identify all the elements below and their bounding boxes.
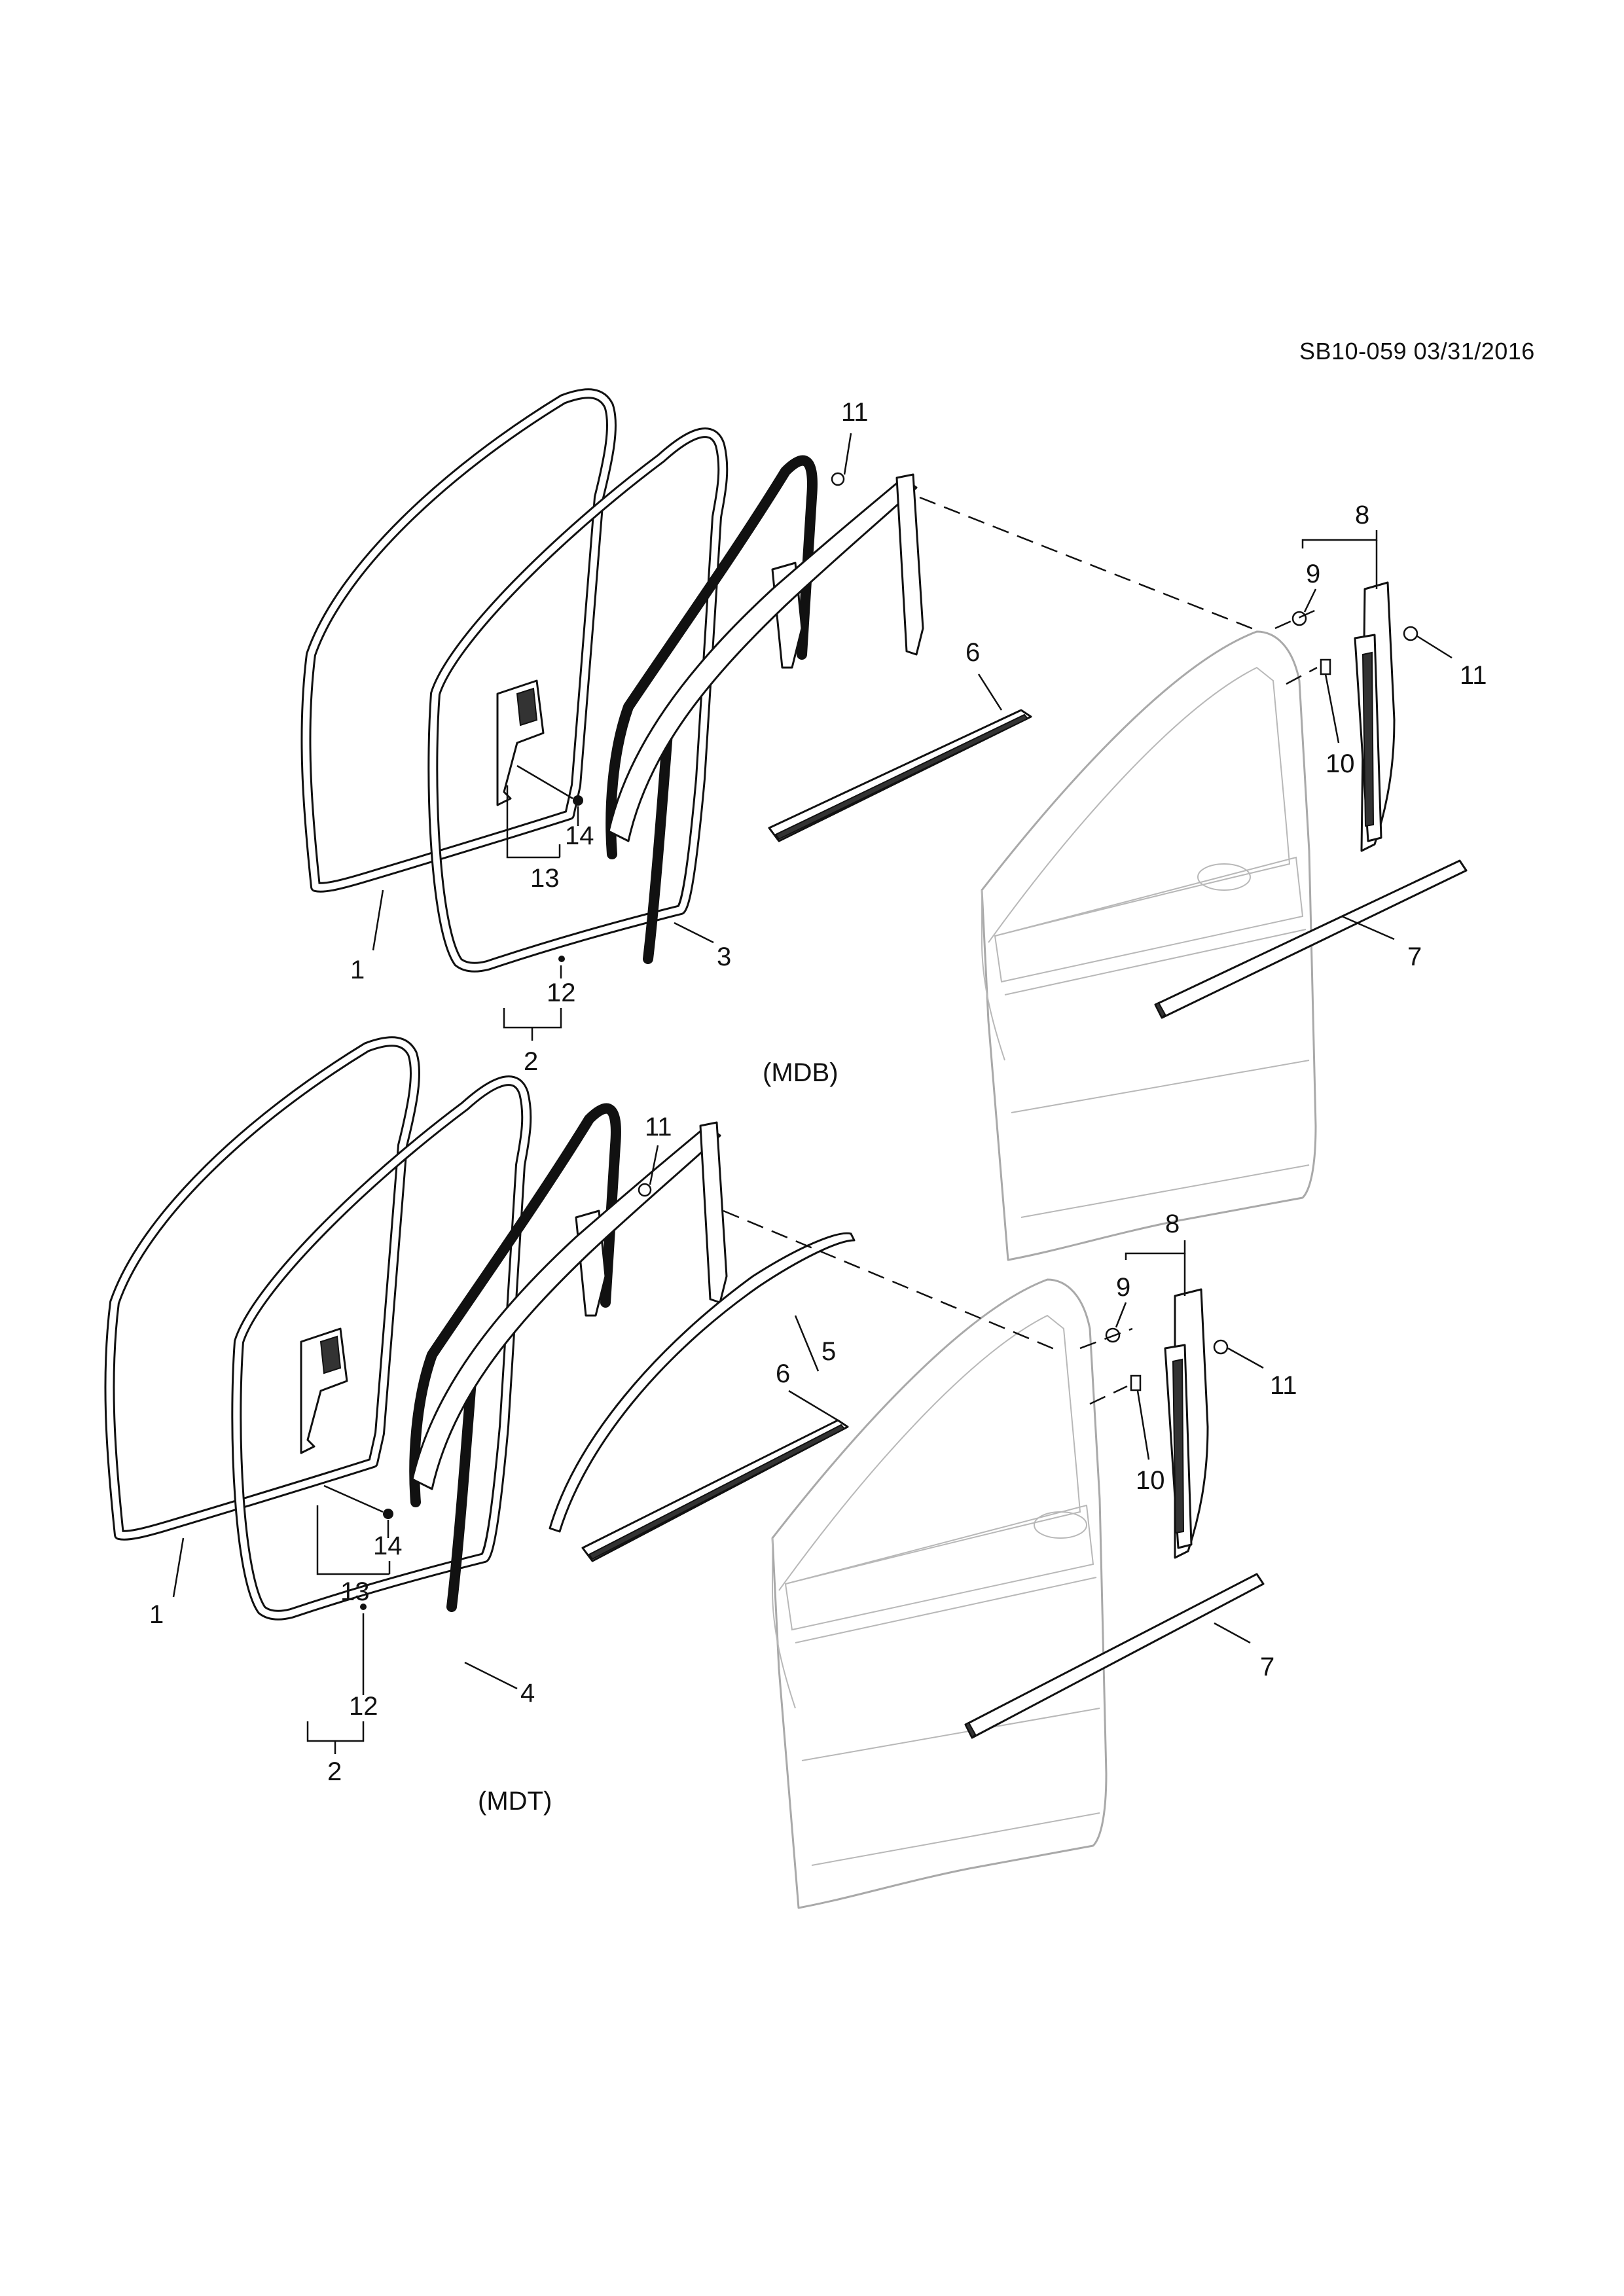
callout-1-mdb: 1 xyxy=(350,956,365,984)
upper-frame-channel xyxy=(607,473,924,842)
outer-belt-molding-7-mdt xyxy=(964,1573,1265,1739)
inner-belt-seal-6 xyxy=(768,709,1032,842)
alignment-line-mdt-clip xyxy=(1079,1327,1133,1350)
fastener-11-applique-mdt xyxy=(1213,1339,1229,1355)
callout-2-mdt: 2 xyxy=(327,1757,342,1786)
outer-belt-molding-7 xyxy=(1154,859,1468,1019)
callout-11-mdt-top: 11 xyxy=(645,1113,672,1141)
view-mdt: 11 8 9 11 10 5 6 7 1 2 4 12 13 14 (MDT) xyxy=(104,1036,1297,1909)
alignment-line-mdb-retainer xyxy=(1286,666,1318,685)
view-mdb: 11 8 9 11 10 6 7 1 2 3 12 13 14 (MDB) xyxy=(300,388,1487,1261)
callout-13-mdt: 13 xyxy=(340,1577,370,1606)
callout-9-mdb: 9 xyxy=(1306,560,1320,588)
fastener-11-applique xyxy=(1403,626,1418,641)
callout-7-mdb: 7 xyxy=(1407,942,1422,971)
fastener-11-upper xyxy=(831,472,845,486)
retainer-10 xyxy=(1320,658,1331,675)
door-opening-weatherstrip-1-mdt xyxy=(104,1036,420,1541)
door-weatherstrip-2-mdt xyxy=(231,1075,532,1621)
front-door-panel-mdt xyxy=(771,1278,1108,1909)
door-opening-weatherstrip-1 xyxy=(300,388,617,893)
b-pillar-applique-8 xyxy=(1354,581,1396,852)
alignment-line-mdb-clip xyxy=(1274,607,1320,630)
callout-12-mdt: 12 xyxy=(349,1692,378,1721)
callout-4-mdt: 4 xyxy=(520,1679,535,1708)
callout-9-mdt: 9 xyxy=(1116,1273,1130,1302)
callout-11-mdb-top: 11 xyxy=(841,398,869,427)
callout-8-mdb: 8 xyxy=(1355,501,1369,529)
callout-2-mdb: 2 xyxy=(524,1047,538,1076)
front-door-panel xyxy=(981,630,1317,1261)
clip-9 xyxy=(1291,611,1307,626)
callout-6-mdb: 6 xyxy=(965,638,980,667)
fastener-12 xyxy=(558,956,565,962)
callout-8-mdt: 8 xyxy=(1165,1210,1180,1238)
callout-12-mdb: 12 xyxy=(547,978,576,1007)
variant-label-mdb: (MDB) xyxy=(763,1058,839,1087)
fastener-14-mdt xyxy=(383,1509,393,1519)
alignment-line-mdt xyxy=(723,1210,1061,1353)
inner-belt-seal-6-mdt xyxy=(581,1419,849,1562)
callout-5-mdt: 5 xyxy=(821,1337,836,1366)
b-pillar-applique-8-mdt xyxy=(1164,1288,1209,1559)
callout-10-mdb: 10 xyxy=(1326,749,1355,778)
drawing-reference-code: SB10-059 03/31/2016 xyxy=(1299,338,1535,365)
retainer-10-mdt xyxy=(1130,1374,1142,1391)
variant-label-mdt: (MDT) xyxy=(478,1787,552,1816)
callout-11-mdb-right: 11 xyxy=(1460,661,1487,690)
callout-11-mdt-right: 11 xyxy=(1270,1371,1297,1400)
fastener-14 xyxy=(573,795,583,806)
fastener-11-upper-mdt xyxy=(638,1183,652,1197)
callout-3-mdb: 3 xyxy=(717,942,731,971)
callout-6-mdt: 6 xyxy=(776,1359,790,1388)
upper-frame-channel-mdt xyxy=(411,1121,728,1490)
upper-reveal-molding-5 xyxy=(549,1232,856,1533)
callout-1-mdt: 1 xyxy=(149,1600,164,1629)
callout-7-mdt: 7 xyxy=(1260,1653,1274,1681)
callout-14-mdt: 14 xyxy=(373,1532,403,1560)
door-weatherstrip-2 xyxy=(427,427,729,973)
alignment-line-mdb xyxy=(919,496,1261,633)
callout-10-mdt: 10 xyxy=(1136,1466,1165,1495)
callout-13-mdb: 13 xyxy=(530,864,560,893)
callout-14-mdb: 14 xyxy=(565,821,594,850)
alignment-line-mdt-retainer xyxy=(1089,1385,1128,1405)
fastener-12-mdt xyxy=(360,1604,367,1610)
